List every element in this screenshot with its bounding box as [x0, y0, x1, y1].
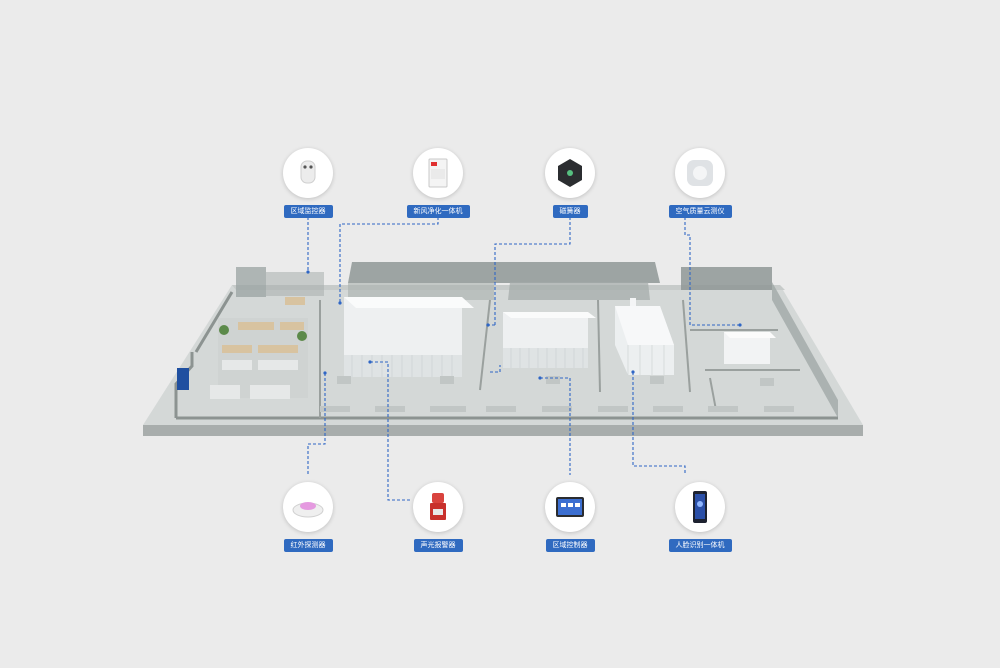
server-rack-block-1 [344, 297, 474, 377]
air-quality-sensor-icon [687, 160, 713, 186]
device-label: 新风净化一体机 [406, 205, 470, 218]
small-room-cabinet [724, 332, 776, 364]
device-label: 声光报警器 [413, 539, 463, 552]
device-label: 区域监控器 [283, 205, 333, 218]
device-face-recognition: 人脸识别一体机 [660, 482, 740, 552]
glass-walls [236, 262, 838, 418]
hexagon-sensor-icon [558, 159, 582, 187]
device-fresh-air: 新风净化一体机 [398, 148, 478, 218]
floor-plates [320, 376, 794, 412]
connector-endpoints [306, 270, 742, 380]
device-label: 红外探测器 [283, 539, 333, 552]
device-label: 区域控制器 [545, 539, 595, 552]
device-label: 空气质量云测仪 [668, 205, 732, 218]
zone-monitor-icon [300, 160, 316, 184]
entrance-sign [177, 368, 189, 390]
device-alarm: 声光报警器 [398, 482, 478, 552]
face-recognition-terminal-icon [693, 491, 707, 523]
server-rack-block-2 [503, 312, 596, 368]
partitions [319, 299, 800, 418]
device-infrared: 红外探测器 [268, 482, 348, 552]
device-gateway: 磁簧器 [530, 148, 610, 218]
device-label: 人脸识别一体机 [668, 539, 732, 552]
tablet-controller-icon [556, 497, 584, 517]
air-purifier-icon [428, 158, 448, 188]
office-area [210, 297, 308, 399]
device-air-quality: 空气质量云测仪 [660, 148, 740, 218]
device-zone-controller: 区域控制器 [530, 482, 610, 552]
connector-lines [307, 212, 740, 501]
infrared-detector-icon [292, 502, 324, 518]
device-label: 磁簧器 [552, 205, 588, 218]
sound-light-alarm-icon [430, 493, 446, 520]
device-zone-monitor: 区域监控器 [268, 148, 348, 218]
server-rack-block-3 [615, 298, 674, 375]
